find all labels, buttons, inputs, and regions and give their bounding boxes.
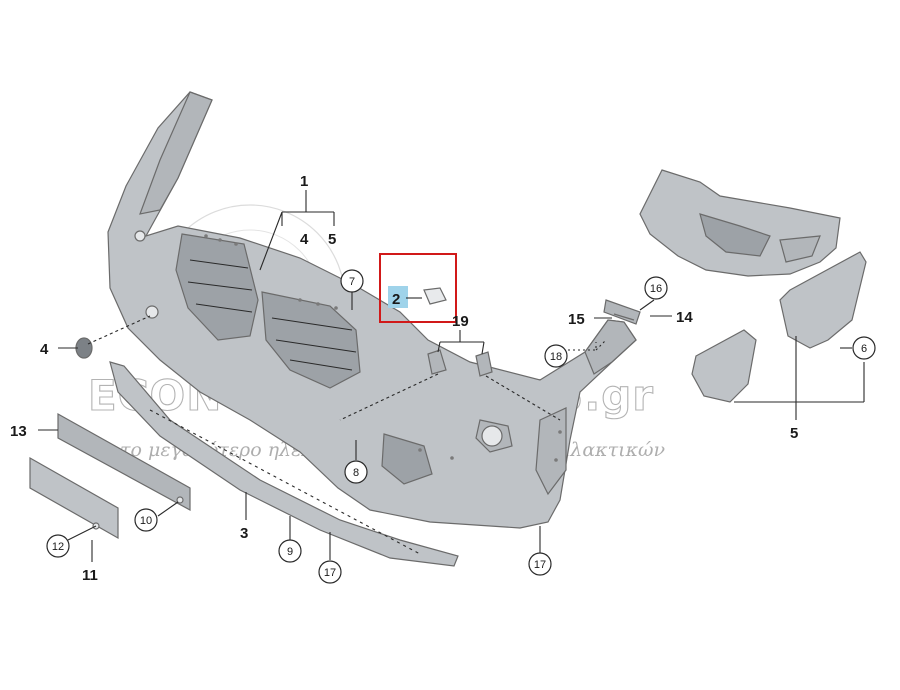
- callout-8: 8: [344, 460, 368, 484]
- tow-hook-cover-part: [423, 287, 447, 305]
- svg-text:9: 9: [287, 546, 293, 558]
- callout-9: 9: [278, 539, 302, 563]
- bumper-cover-part: [107, 91, 637, 529]
- callout-17-lower: 17: [318, 560, 342, 584]
- callout-14: 14: [676, 309, 693, 326]
- callout-4-top: 4: [300, 231, 309, 248]
- callout-labels: 1 4 5 2 4 13 11 3 19 15 14 5: [10, 173, 798, 584]
- callout-19: 19: [452, 313, 469, 330]
- licence-plate-holder-part: [29, 456, 184, 540]
- callout-15: 15: [568, 311, 585, 328]
- callout-10: 10: [134, 508, 158, 532]
- callout-5-right: 5: [790, 425, 798, 442]
- leader-lines: [38, 190, 865, 562]
- callout-6: 6: [852, 336, 876, 360]
- tow-eye-cover-part: [75, 337, 93, 359]
- bumper-carrier-part: [639, 169, 841, 277]
- svg-text:17: 17: [534, 559, 546, 571]
- callout-16: 16: [644, 276, 668, 300]
- svg-text:17: 17: [324, 567, 336, 579]
- callout-18: 18: [544, 344, 568, 368]
- circled-callouts: 7 16 18 6 8 10 12 9: [46, 269, 876, 584]
- callout-13: 13: [10, 423, 27, 440]
- callout-17-right: 17: [528, 552, 552, 576]
- svg-text:10: 10: [140, 515, 152, 527]
- bracket-part-19: [427, 349, 493, 377]
- svg-text:8: 8: [353, 467, 359, 479]
- highlight-box: [379, 253, 457, 323]
- svg-text:7: 7: [349, 276, 355, 288]
- lower-spoiler-part: [109, 361, 459, 567]
- callout-12: 12: [46, 534, 70, 558]
- callout-1: 1: [300, 173, 308, 190]
- callout-2: 2: [392, 291, 400, 308]
- svg-text:16: 16: [650, 283, 662, 295]
- highlight-label-bg: [388, 286, 408, 308]
- callout-3: 3: [240, 525, 248, 542]
- svg-text:18: 18: [550, 351, 562, 363]
- callout-4-left: 4: [40, 341, 49, 358]
- air-duct-part-left: [691, 329, 757, 403]
- svg-text:6: 6: [861, 343, 867, 355]
- callout-11: 11: [82, 567, 98, 584]
- svg-text:12: 12: [52, 541, 64, 553]
- side-bracket-part: [603, 299, 641, 325]
- air-duct-part-right: [779, 251, 867, 349]
- callout-7: 7: [340, 269, 364, 293]
- callout-5-top: 5: [328, 231, 336, 248]
